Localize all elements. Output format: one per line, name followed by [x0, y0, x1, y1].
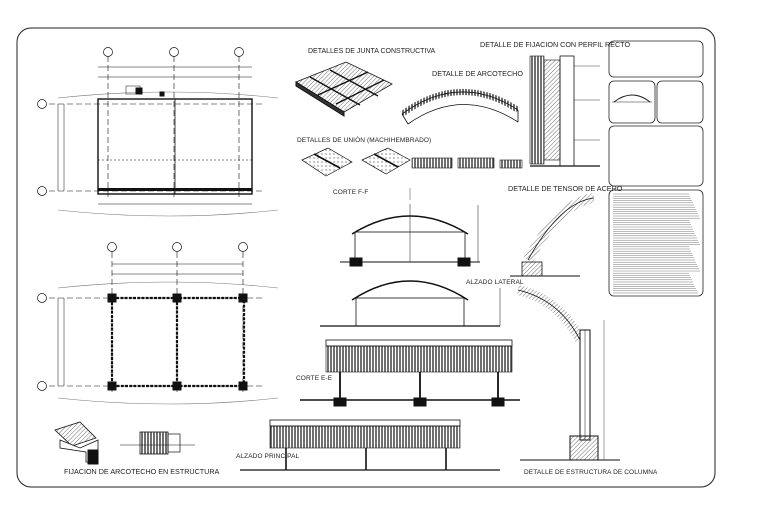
alzado-lateral — [320, 280, 501, 327]
title-union: DETALLES DE UNIÓN (MACHIHEMBRADO) — [297, 137, 432, 144]
grid-bubbles-top — [37, 47, 244, 196]
corte-ee — [300, 339, 520, 407]
title-tensor-acero: DETALLE DE TENSOR DE ACERO — [508, 184, 623, 193]
fijacion-perfil-detail — [529, 55, 600, 167]
title-fijacion-arcotecho: FIJACION DE ARCOTECHO EN ESTRUCTURA — [64, 467, 220, 476]
title-block — [608, 40, 704, 297]
union-detail — [301, 147, 523, 177]
title-corte-ff: CORTE F-F — [333, 189, 369, 196]
sheet-border — [16, 27, 716, 488]
title-estructura-columna: DETALLE DE ESTRUCTURA DE COLUMNA — [524, 469, 658, 476]
grid-bubbles-bottom — [37, 242, 248, 391]
title-fijacion-perfil: DETALLE DE FIJACION CON PERFIL RECTO — [480, 40, 631, 49]
alzado-principal — [240, 419, 500, 471]
fijacion-detail — [54, 421, 195, 465]
corte-ff — [340, 188, 480, 267]
title-alzado-principal: ALZADO PRINCIPAL — [236, 453, 300, 460]
arcotecho-detail — [400, 89, 520, 125]
columna-detail — [516, 285, 620, 461]
notes-text-lines — [613, 193, 700, 294]
title-corte-ee: CORTE E-E — [296, 375, 333, 382]
tensor-detail — [510, 193, 595, 277]
title-arcotecho: DETALLE DE ARCOTECHO — [432, 69, 523, 78]
floor-plan-bottom — [40, 252, 279, 405]
junta-detail — [295, 61, 393, 117]
title-junta-constructiva: DETALLES DE JUNTA CONSTRUCTIVA — [308, 48, 436, 55]
title-alzado-lateral: ALZADO LATERAL — [466, 279, 524, 286]
floor-plan-top — [40, 56, 279, 217]
